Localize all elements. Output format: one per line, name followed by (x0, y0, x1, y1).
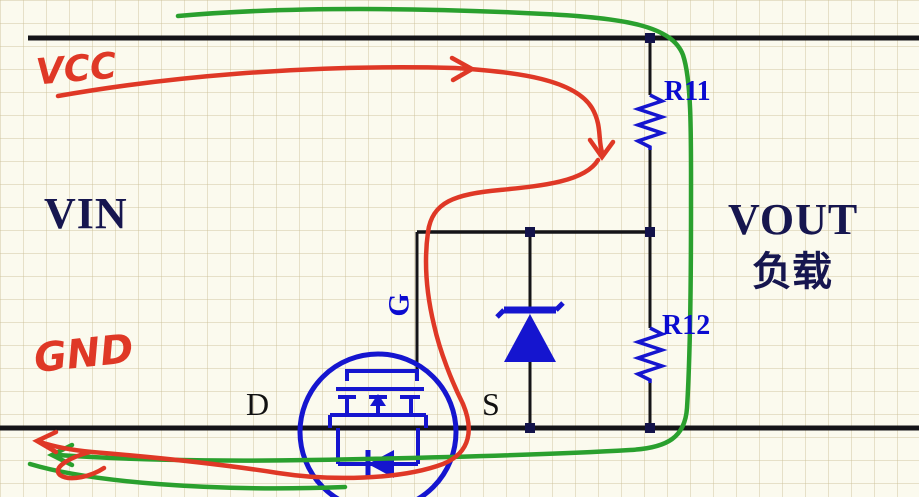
r12-designator: R12 (662, 310, 711, 341)
junction-bottom-zener (525, 423, 535, 433)
zener-wing-left (495, 308, 506, 319)
source-pin-label: S (482, 386, 500, 422)
resistor-r11 (632, 93, 668, 150)
mosfet-body-circle (297, 351, 459, 497)
junction-top (645, 33, 655, 43)
junction-node-zener (525, 227, 535, 237)
resistor-r12 (632, 326, 668, 383)
vout-port-label: VOUT (728, 195, 859, 244)
green-annotation-path (55, 6, 694, 463)
vcc-handwritten-label: VCC (34, 45, 119, 94)
red-annotation-path-return (37, 157, 601, 481)
zener-wing-right (554, 301, 565, 312)
red-arrowhead-down (587, 137, 616, 161)
junction-bottom-divider (645, 423, 655, 433)
red-annotation-path-top (55, 65, 605, 155)
gnd-handwritten-label: GND (31, 325, 136, 383)
drain-pin-label: D (246, 386, 270, 422)
mosfet-gate-bracket (345, 369, 419, 381)
red-arrowhead-right (449, 55, 477, 83)
gate-pin-label: G (382, 293, 416, 317)
zener-diode-triangle (504, 314, 556, 362)
red-arrowhead-left (32, 429, 59, 455)
r11-designator: R11 (664, 76, 711, 107)
load-chinese-label: 负载 (752, 249, 832, 294)
red-flourish-bottom (55, 449, 107, 481)
junction-node-divider (645, 227, 655, 237)
vin-port-label: VIN (44, 189, 128, 238)
mosfet-arrow-head (370, 394, 386, 406)
